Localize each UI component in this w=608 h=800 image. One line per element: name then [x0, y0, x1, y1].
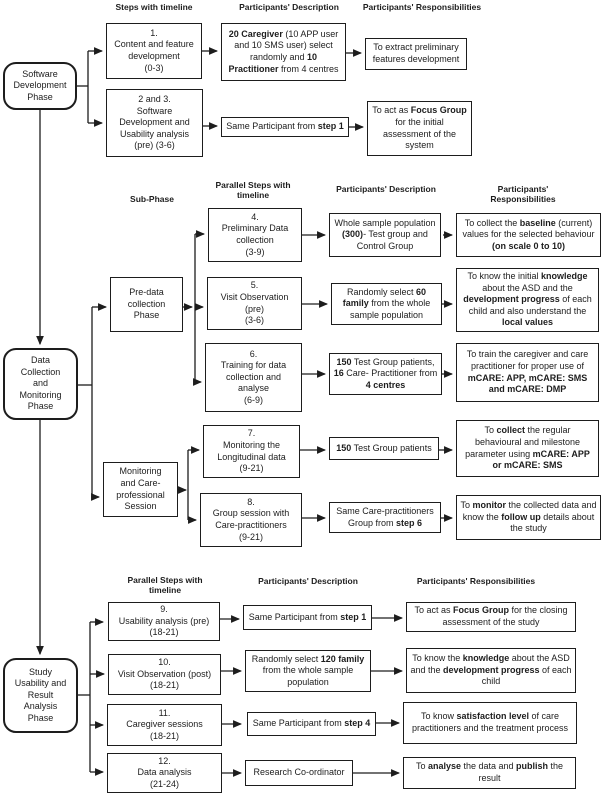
step-box-12: 12. Data analysis (21-24): [107, 753, 222, 793]
header-participants-responsibilities-2: Participants' Responsibilities: [490, 184, 556, 204]
header-participants-description-3: Participants' Description: [258, 576, 358, 586]
phase-box-data-collection-monitoring: Data Collection and Monitoring Phase: [3, 348, 78, 420]
responsibility-box-9: To act as Focus Group for the closing as…: [406, 602, 576, 632]
step-box-6: 6. Training for data collection and anal…: [205, 343, 302, 412]
responsibility-box-8: To monitor the collected data and know t…: [456, 495, 601, 540]
responsibility-box-7: To collect the regular behavioural and m…: [456, 420, 599, 477]
header-participants-description-1: Participants' Description: [239, 2, 339, 12]
description-box-12: Research Co-ordinator: [245, 760, 353, 786]
description-box-5: Randomly select 60 family from the whole…: [331, 283, 442, 325]
phase-box-software-development: Software Development Phase: [3, 62, 77, 110]
responsibility-box-12: To analyse the data and publish the resu…: [403, 757, 576, 789]
description-box-11: Same Participant from step 4: [247, 712, 376, 736]
description-box-4: Whole sample population (300)- Test grou…: [329, 213, 441, 257]
responsibility-box-4: To collect the baseline (current) values…: [456, 213, 601, 257]
header-participants-responsibilities-3: Participants' Responsibilities: [416, 576, 536, 586]
responsibility-box-5: To know the initial knowledge about the …: [456, 268, 599, 332]
header-participants-responsibilities-1: Participants' Responsibilities: [362, 2, 482, 12]
step-box-11: 11. Caregiver sessions (18-21): [107, 704, 222, 746]
header-steps-timeline-1: Steps with timeline: [115, 2, 193, 12]
step-box-1: 1. Content and feature development (0-3): [106, 23, 202, 79]
responsibility-box-1: To extract preliminary features developm…: [365, 38, 467, 70]
description-box-2-3: Same Participant from step 1: [221, 117, 349, 137]
description-box-7: 150 Test Group patients: [329, 437, 439, 460]
description-box-9: Same Participant from step 1: [243, 605, 372, 630]
description-box-1: 20 Caregiver (10 APP user and 10 SMS use…: [221, 23, 346, 81]
subphase-box-monitoring-care-professional: Monitoring and Care- professional Sessio…: [103, 462, 178, 517]
responsibility-box-10: To know the knowledge about the ASD and …: [406, 648, 576, 693]
step-box-2-3: 2 and 3. Software Development and Usabil…: [106, 89, 203, 157]
step-box-8: 8. Group session with Care-practitioners…: [200, 493, 302, 547]
step-box-4: 4. Preliminary Data collection (3-9): [208, 208, 302, 262]
step-box-5: 5. Visit Observation (pre) (3-6): [207, 277, 302, 330]
header-parallel-steps-3: Parallel Steps with timeline: [127, 575, 203, 595]
header-participants-description-2: Participants' Description: [336, 184, 436, 194]
description-box-10: Randomly select 120 family from the whol…: [245, 650, 371, 692]
step-box-9: 9. Usability analysis (pre) (18-21): [108, 602, 220, 641]
responsibility-box-11: To know satisfaction level of care pract…: [403, 702, 577, 744]
header-parallel-steps-2: Parallel Steps with timeline: [215, 180, 291, 200]
responsibility-box-2-3: To act as Focus Group for the initial as…: [367, 101, 472, 156]
step-box-10: 10. Visit Observation (post) (18-21): [108, 654, 221, 695]
description-box-8: Same Care-practitioners Group from step …: [329, 502, 441, 533]
step-box-7: 7. Monitoring the Longitudinal data (9-2…: [203, 425, 300, 478]
subphase-box-pre-data-collection: Pre-data collection Phase: [110, 277, 183, 332]
description-box-6: 150 Test Group patients, 16 Care- Practi…: [329, 353, 442, 395]
responsibility-box-6: To train the caregiver and care practiti…: [456, 343, 599, 402]
phase-box-study-usability-result: Study Usability and Result Analysis Phas…: [3, 658, 78, 733]
header-sub-phase: Sub-Phase: [130, 194, 174, 204]
